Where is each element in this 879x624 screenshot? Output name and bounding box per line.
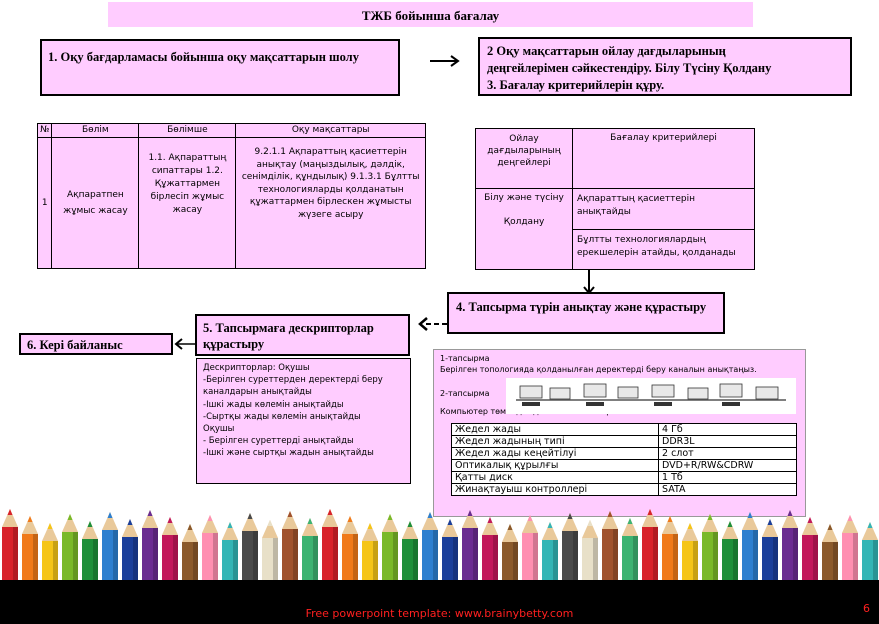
arrow-left-icon [174, 338, 197, 350]
col-header-subsection: Бөлімше [138, 123, 237, 138]
arrow-right-icon [430, 55, 460, 67]
row-section: Ақпаратпен жұмыс жасау [51, 137, 140, 269]
descriptor-line: -Сыртқы жады көлемін анықтайды [203, 411, 361, 422]
task-box: 1-тапсырма Берілген топологияда қолданыл… [433, 349, 806, 517]
step4-box: 4. Тапсырма түрін анықтау және құрастыру [447, 292, 725, 334]
step5-box: 5. Тапсырмаға дескрипторлар құрастыру [195, 314, 410, 356]
descriptor-line: Дескрипторлар: Оқушы [203, 363, 310, 373]
footer-credit: Free powerpoint template: www.brainybett… [305, 607, 574, 620]
step1-box: 1. Оқу бағдарламасы бойынша оқу мақсатта… [40, 39, 400, 96]
spec-value: DDR3L [658, 434, 797, 448]
spec-value: 4 Гб [658, 422, 797, 436]
task2-label: 2-тапсырма [440, 389, 490, 398]
page-title: ТЖБ бойынша бағалау [108, 2, 753, 27]
descriptor-line: - Берілген суреттерді анықтайды [203, 436, 354, 447]
step3-line: 3. Бағалау критерийлерін құру. [487, 78, 665, 92]
row-num: 1 [36, 137, 53, 269]
step2-line1: 2 Оқу мақсаттарын ойлау дағдыларының [487, 44, 726, 58]
page-number: 6 [863, 602, 870, 615]
spec-name: Жинақтауыш контроллері [451, 482, 659, 496]
spec-name: Жедел жадының типі [451, 434, 659, 448]
row-subsection: 1.1. Ақпараттың сипаттары 1.2. Құжаттарм… [138, 137, 237, 269]
spec-name: Қатты диск [451, 470, 659, 484]
step5-text: 5. Тапсырмаға дескрипторлар құрастыру [203, 321, 374, 351]
spec-value: 2 слот [658, 446, 797, 460]
spec-value: DVD+R/RW&CDRW [658, 458, 797, 472]
step2-line2: деңгейлерімен сәйкестендіру. Білу Түсіну… [487, 61, 772, 75]
spec-name: Жедел жады [451, 422, 659, 436]
criterion-1: Ақпараттың қасиеттерін анықтайды [572, 188, 755, 230]
footer-bar: Free powerpoint template: www.brainybett… [0, 580, 879, 624]
step1-text: 1. Оқу бағдарламасы бойынша оқу мақсатта… [48, 50, 359, 64]
col-header-num: № [36, 123, 53, 138]
spec-name: Оптикалық құрылғы [451, 458, 659, 472]
learning-goals-table: № Бөлім Бөлімше Оқу мақсаттары 1 Ақпарат… [36, 123, 426, 269]
task1-label: 1-тапсырма [440, 354, 490, 363]
row-goals: 9.2.1.1 Ақпараттың қасиеттерін анықтау (… [235, 137, 426, 269]
descriptor-line: -Берілген суреттерден деректерді беру ка… [203, 375, 383, 398]
col-header-goals: Оқу мақсаттары [235, 123, 426, 138]
spec-value: 1 Тб [658, 470, 797, 484]
step4-text: 4. Тапсырма түрін анықтау және құрастыру [456, 300, 707, 314]
criteria-levels-cell: Білу және түсіну Қолдану [475, 188, 573, 270]
level-apply: Қолдану [503, 217, 545, 227]
descriptor-line: -Ішкі жады көлемін анықтайды [203, 399, 344, 410]
specs-table: Жедел жады 4 Гб Жедел жадының типі DDR3L… [451, 422, 797, 496]
arrow-left-dashed-icon [418, 317, 448, 331]
criteria-table: Ойлау дағдыларының деңгейлері Бағалау кр… [475, 128, 755, 270]
criteria-header-levels: Ойлау дағдыларының деңгейлері [475, 128, 573, 189]
col-header-section: Бөлім [51, 123, 140, 138]
step23-box: 2 Оқу мақсаттарын ойлау дағдыларының дең… [478, 37, 852, 96]
task1-text: Берілген топологияда қолданылған деректе… [440, 364, 757, 374]
network-topology-image [506, 378, 796, 414]
spec-name: Жедел жады кеңейтілуі [451, 446, 659, 460]
spec-value: SATA [658, 482, 797, 496]
criterion-2: Бұлтты технологиялардың ерекшелерін атай… [572, 229, 755, 270]
criteria-header-criteria: Бағалау критерийлері [572, 128, 755, 189]
descriptors-box: Дескрипторлар: Оқушы -Берілген суреттерд… [196, 358, 411, 484]
step6-text: 6. Кері байланыс [27, 338, 123, 352]
pencils-decoration [2, 509, 878, 580]
level-know-understand: Білу және түсіну [484, 193, 564, 203]
descriptor-line: -Ішкі және сыртқы жадын анықтайды [203, 448, 374, 459]
step6-box: 6. Кері байланыс [19, 333, 173, 355]
descriptor-line: Оқушы [203, 424, 235, 435]
